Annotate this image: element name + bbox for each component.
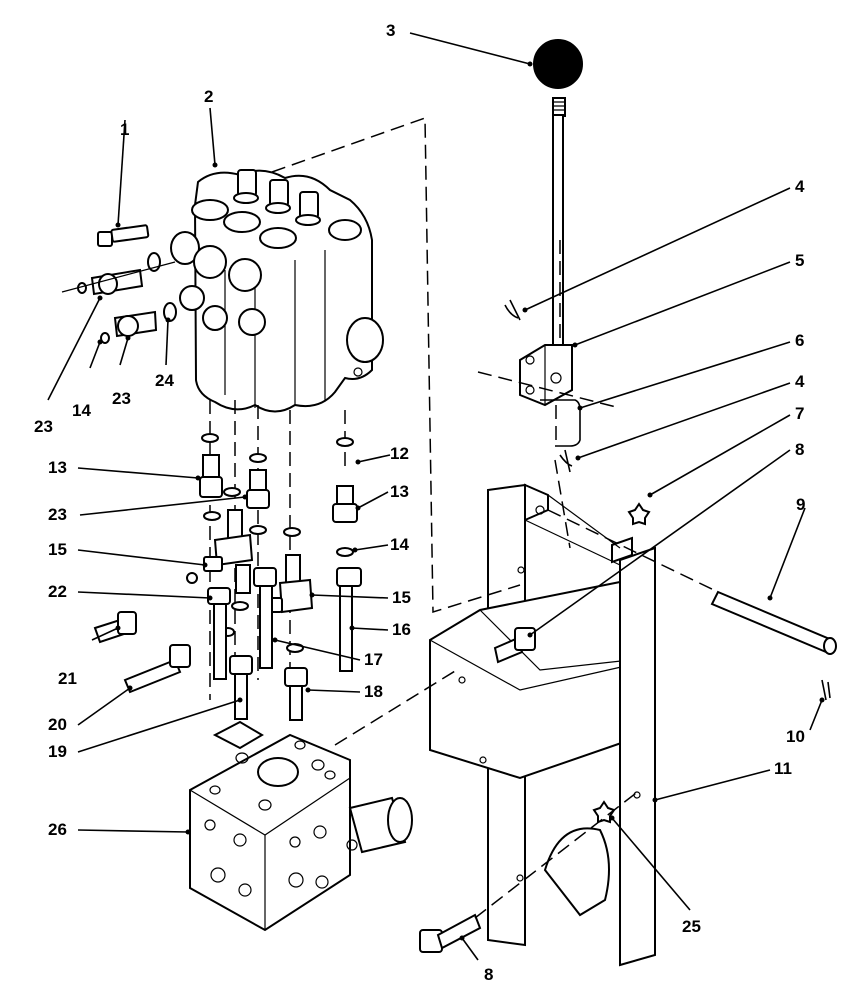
callout-6: 6	[795, 331, 804, 350]
callout-4-upper: 4	[795, 177, 805, 196]
callout-19: 19	[48, 742, 67, 761]
callout-4-lower: 4	[795, 372, 805, 391]
callout-8-upper: 8	[795, 440, 804, 459]
callout-11: 11	[774, 759, 792, 778]
callout-7: 7	[795, 404, 804, 423]
callout-5: 5	[795, 251, 804, 270]
control-valve-body	[170, 169, 384, 413]
callout-10: 10	[786, 727, 805, 746]
callout-9: 9	[796, 495, 805, 514]
callout-24: 24	[155, 371, 174, 390]
callout-8-lower: 8	[484, 965, 493, 984]
manifold-block	[189, 720, 413, 932]
callout-12: 12	[390, 444, 409, 463]
callout-18: 18	[364, 682, 383, 701]
lower-fittings	[93, 400, 362, 721]
callout-14-left: 14	[72, 401, 91, 420]
callout-2: 2	[204, 87, 213, 106]
callout-labels: 1 2 3 4 5 6 4 7 8 12 9 13 13 23 23 23 14…	[34, 21, 805, 984]
assembly-lines	[271, 116, 719, 919]
callout-3: 3	[386, 21, 395, 40]
callout-16: 16	[392, 620, 411, 639]
callout-13-right: 13	[390, 482, 409, 501]
callout-22: 22	[48, 582, 67, 601]
mounting-bracket	[429, 483, 656, 967]
callout-26: 26	[48, 820, 67, 839]
leader-lines	[47, 32, 825, 961]
callout-14-right: 14	[390, 535, 409, 554]
callout-23-left: 23	[34, 417, 53, 436]
callout-17: 17	[364, 650, 383, 669]
pin-and-bolts	[419, 502, 837, 953]
callout-1: 1	[120, 120, 129, 139]
callout-23-bottom: 23	[112, 389, 131, 408]
control-lever	[504, 39, 583, 473]
callout-20: 20	[48, 715, 67, 734]
callout-25: 25	[682, 917, 701, 936]
callout-15-right: 15	[392, 588, 411, 607]
left-side-fittings	[61, 224, 177, 344]
callout-21: 21	[58, 669, 77, 688]
callout-15-left: 15	[48, 540, 67, 559]
callout-13-left: 13	[48, 458, 67, 477]
callout-23-mid: 23	[48, 505, 67, 524]
